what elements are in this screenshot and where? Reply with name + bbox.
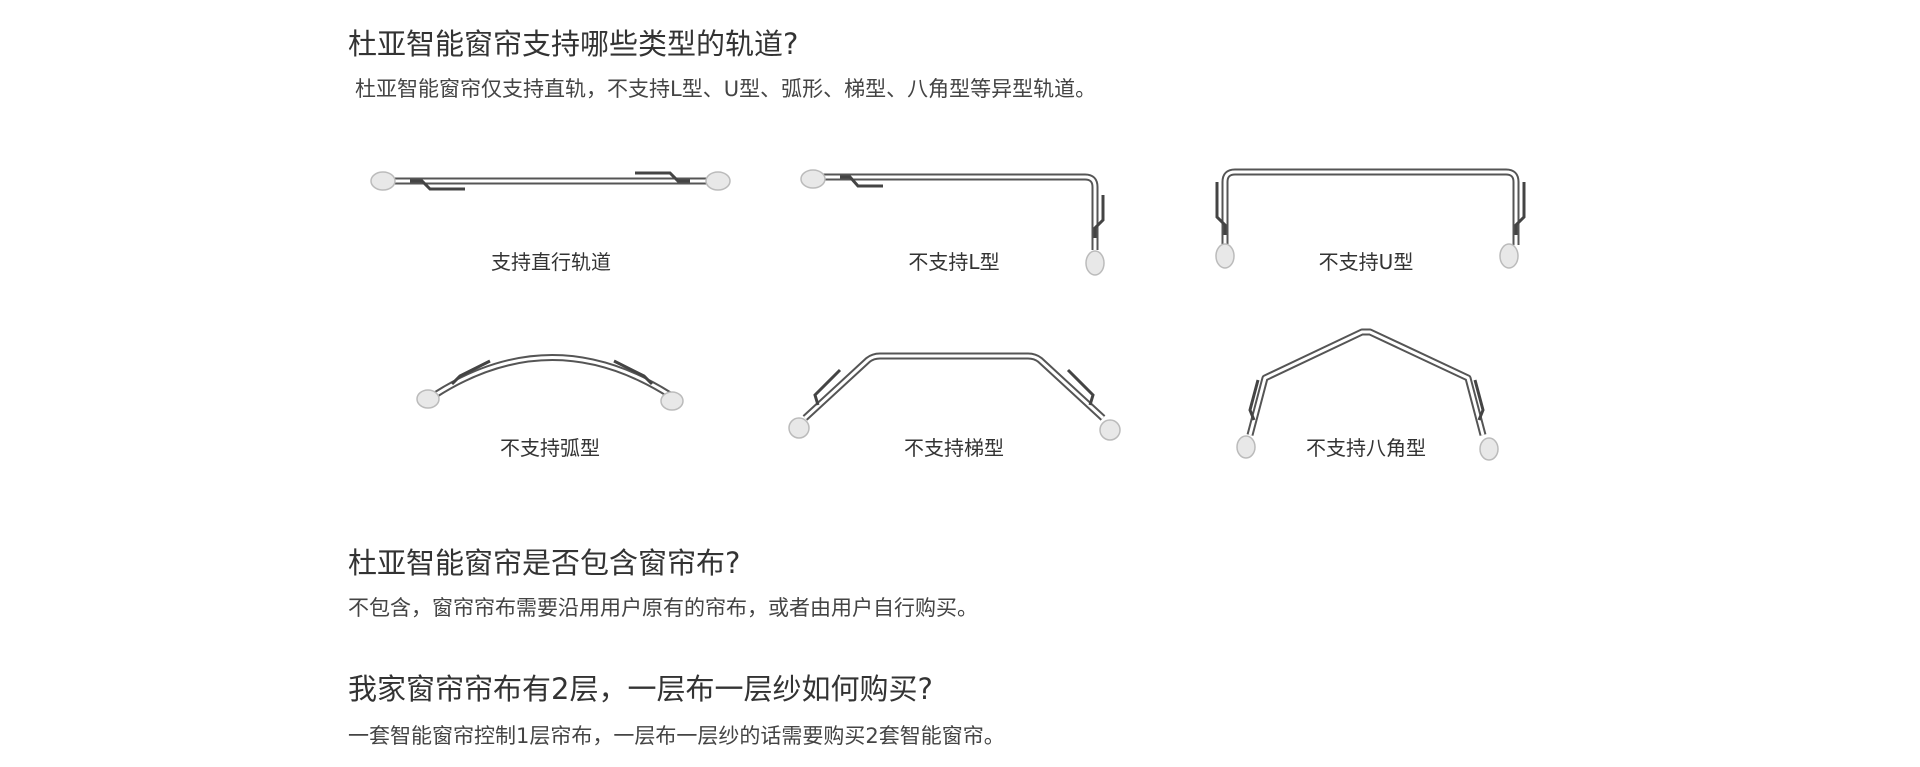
answer-two-layers: 一套智能窗帘控制1层帘布，一层布一层纱的话需要购买2套智能窗帘。 — [348, 724, 1005, 748]
track-label-u: 不支持U型 — [1318, 250, 1414, 274]
track-label-arc: 不支持弧型 — [500, 436, 600, 460]
track-label-straight: 支持直行轨道 — [491, 250, 611, 274]
answer-track-types: 杜亚智能窗帘仅支持直轨，不支持L型、U型、弧形、梯型、八角型等异型轨道。 — [355, 77, 1097, 101]
u-track-diagram — [1215, 168, 1526, 269]
heading-two-layers: 我家窗帘帘布有2层，一层布一层纱如何购买? — [348, 672, 933, 706]
track-label-trapezoid: 不支持梯型 — [904, 436, 1004, 460]
trapezoid-track-diagram — [788, 352, 1121, 441]
track-label-l: 不支持L型 — [908, 250, 1000, 274]
answer-curtain-fabric: 不包含，窗帘帘布需要沿用用户原有的帘布，或者由用户自行购买。 — [348, 596, 978, 620]
straight-track-diagram — [370, 171, 731, 191]
l-track-diagram — [800, 169, 1105, 276]
heading-track-types: 杜亚智能窗帘支持哪些类型的轨道? — [348, 27, 799, 61]
octagon-track-diagram — [1236, 328, 1499, 461]
track-label-octagon: 不支持八角型 — [1306, 436, 1426, 460]
heading-curtain-fabric: 杜亚智能窗帘是否包含窗帘布? — [348, 546, 741, 580]
arc-track-diagram — [416, 354, 684, 411]
